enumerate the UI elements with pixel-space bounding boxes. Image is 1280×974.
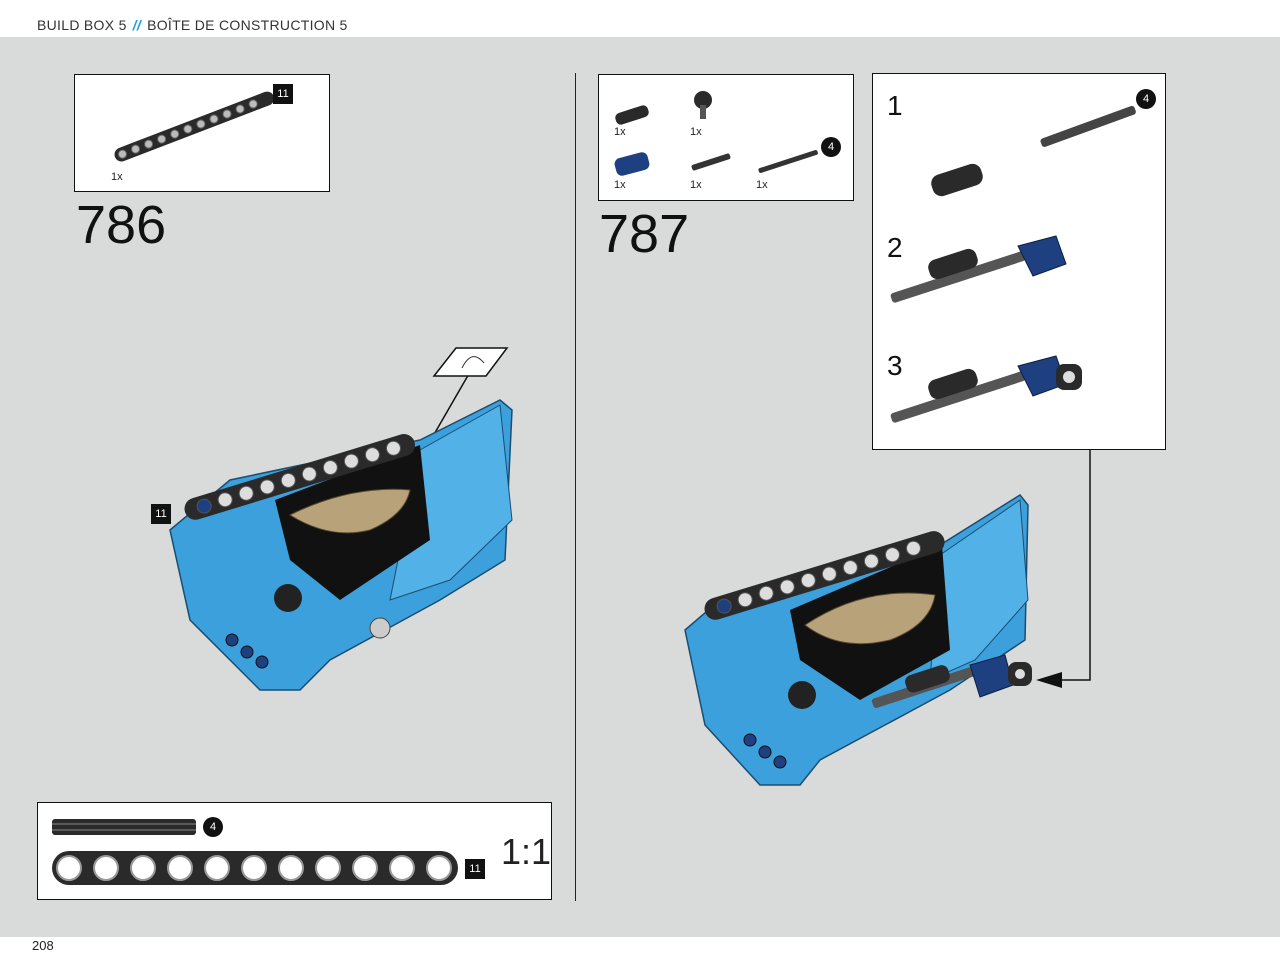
- substep-2-number: 2: [887, 232, 903, 263]
- step-divider: [575, 73, 576, 901]
- connector-b-icon: [694, 91, 712, 119]
- step-number-786: 786: [76, 195, 167, 255]
- scale-beam-badge: 11: [465, 859, 485, 879]
- axle-short-qty: 1x: [690, 179, 702, 191]
- header-title-fr: BOÎTE DE CONSTRUCTION 5: [147, 17, 348, 33]
- step-787-parts-box: 1x 1x 1x 1x 1x 4: [598, 74, 854, 201]
- liftarm-qty: 1x: [614, 179, 626, 191]
- header-separator: //: [132, 17, 142, 33]
- step-787-parts-icons: [614, 91, 818, 176]
- axle-long-icon: [758, 150, 818, 173]
- step-number-787: 787: [599, 204, 690, 264]
- substep-3-number: 3: [887, 350, 903, 381]
- substep-1-axle-badge: 4: [1136, 89, 1156, 109]
- axle-long-length-badge: 4: [821, 137, 841, 157]
- page-header: BUILD BOX 5 // BOÎTE DE CONSTRUCTION 5: [0, 0, 1280, 37]
- axle-long-qty: 1x: [756, 179, 768, 191]
- beam-part-icon: [114, 91, 275, 162]
- axle-short-icon: [691, 153, 731, 171]
- assembly-beam-badge: 11: [151, 504, 171, 524]
- scale-reference-parts: [52, 819, 458, 885]
- beam-qty: 1x: [111, 171, 123, 183]
- substep-1-number: 1: [887, 90, 903, 121]
- scale-reference-box: 4 11 1:1: [37, 802, 552, 900]
- page-number: 208: [32, 938, 54, 953]
- scale-axle-badge: 4: [203, 817, 223, 837]
- connector-a-qty: 1x: [614, 126, 626, 138]
- scale-axle-icon: [52, 819, 196, 835]
- beam-length-badge: 11: [273, 84, 293, 104]
- header-title: BUILD BOX 5 // BOÎTE DE CONSTRUCTION 5: [37, 17, 348, 33]
- connector-a-icon: [615, 105, 649, 125]
- step-786-parts-box: 1x 11: [74, 74, 330, 192]
- sub-assembly-illustration: [890, 105, 1136, 423]
- sub-assembly-box: 1 2 3 4: [872, 73, 1166, 450]
- liftarm-icon: [614, 152, 650, 176]
- connector-b-qty: 1x: [690, 126, 702, 138]
- header-title-en: BUILD BOX 5: [37, 17, 127, 33]
- scale-ratio-label: 1:1: [501, 831, 552, 872]
